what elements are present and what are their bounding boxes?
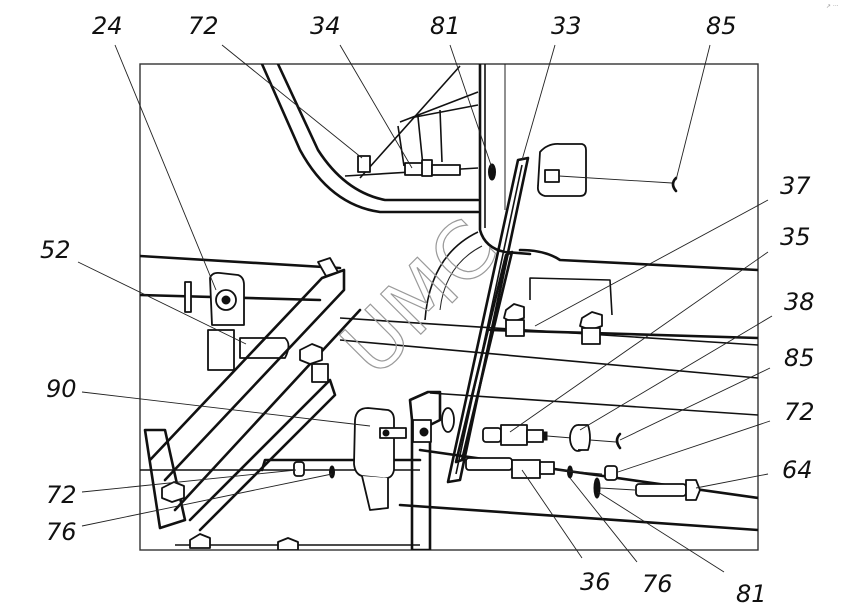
mechanical-parts: UMC (140, 64, 758, 550)
knob-top (536, 143, 587, 197)
callouts: 24 72 34 81 33 85 37 35 38 85 72 64 52 9… (40, 12, 815, 608)
callout-33: 33 (551, 12, 582, 40)
callout-76-left: 76 (46, 518, 77, 546)
knob-90 (353, 407, 395, 480)
callout-72-right: 72 (784, 398, 815, 426)
watermark: UMC (325, 203, 515, 393)
diagonal-arm (148, 268, 346, 482)
upper-frame-tube (260, 64, 480, 214)
callout-35: 35 (780, 223, 811, 251)
callout-76-bottom: 76 (642, 570, 673, 598)
upper-frame-tube-inner (276, 64, 480, 202)
callout-72-left: 72 (46, 481, 77, 509)
corner-mark: ↗ ··· (826, 3, 839, 10)
callout-38: 38 (784, 288, 815, 316)
callout-81-bottom: 81 (736, 580, 767, 608)
callout-34: 34 (310, 12, 341, 40)
view-frame (139, 63, 759, 551)
upper-brace (359, 65, 461, 179)
callout-90: 90 (46, 375, 77, 403)
clip-85-top (671, 176, 678, 193)
bolt-64 (635, 479, 701, 501)
wheel-arc (424, 231, 479, 321)
callout-37: 37 (780, 172, 811, 200)
callout-24: 24 (92, 12, 123, 40)
mount-plate (408, 390, 442, 550)
nut-72-lower-left (293, 461, 305, 477)
callout-64: 64 (782, 456, 813, 484)
washer-76-lower (567, 465, 573, 479)
clip-85-lower (615, 432, 622, 450)
link-bar-33 (446, 156, 530, 484)
callout-72-top: 72 (188, 12, 219, 40)
washer-81-lower (593, 477, 601, 499)
washer-76-lower-left (329, 465, 335, 479)
nut-72-lower-right (604, 465, 618, 481)
callout-85-top: 85 (706, 12, 737, 40)
callout-81-top: 81 (430, 12, 461, 40)
vertical-post (478, 64, 532, 256)
pin-35 (482, 424, 548, 446)
callout-52: 52 (40, 236, 71, 264)
washer-81-top (488, 163, 496, 181)
pin-36 (465, 457, 555, 479)
nut-72-top (357, 155, 371, 173)
rail-bolts (503, 277, 613, 345)
callout-85-right: 85 (784, 344, 815, 372)
callout-36: 36 (580, 568, 611, 596)
vertical-plate (260, 458, 422, 472)
leader-lines (77, 44, 773, 573)
cap-38 (569, 424, 591, 452)
